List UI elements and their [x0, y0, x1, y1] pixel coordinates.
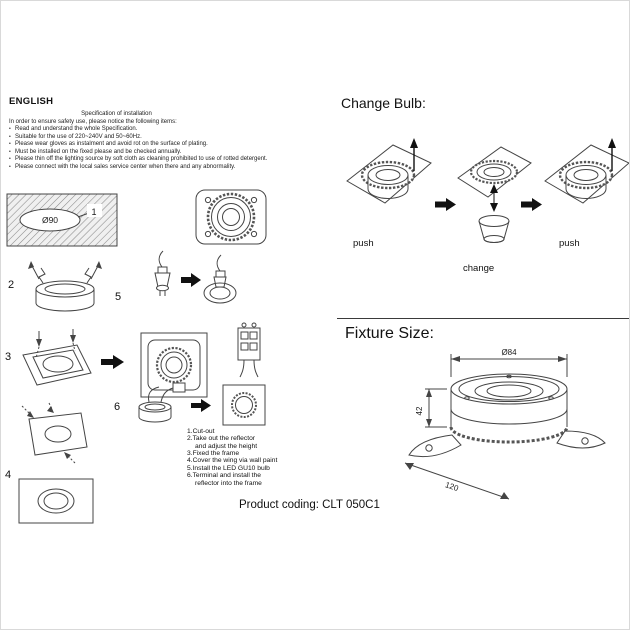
step4-paint-diagram	[21, 402, 88, 464]
spec-item: Please thin off the lighting source by s…	[9, 156, 309, 164]
change-bulb-heading: Change Bulb:	[341, 95, 426, 111]
step4-front-diagram	[18, 478, 94, 524]
section-divider	[337, 318, 629, 319]
step6-diagram	[138, 382, 266, 426]
cutout-diameter-label: Ø90	[42, 215, 58, 225]
push-label-1: push	[353, 238, 374, 249]
length-dim-label: 120	[444, 480, 460, 493]
step-line: 6.Terminal and install the	[187, 472, 261, 480]
spec-item: Suitable for the use of 220~240V and 50~…	[9, 134, 309, 142]
spec-intro: In order to ensure safety use, please no…	[9, 119, 177, 125]
step4-label: 4	[5, 469, 12, 481]
change-bulb-step1-diagram	[346, 138, 432, 204]
step5-label: 5	[115, 291, 122, 303]
spec-item: Must be installed on the fixed please an…	[9, 149, 309, 157]
step3-label: 3	[5, 351, 12, 363]
spec-list: Read and understand the whole Specificat…	[9, 126, 309, 171]
spec-item: Please wear gloves as instalment and avo…	[9, 141, 309, 149]
step-line: 2.Take out the reflector	[187, 435, 256, 443]
fixture-size-diagram: Ø84 42 120	[404, 348, 606, 500]
step2-label: 2	[8, 279, 15, 291]
spec-item: Please connect with the local sales serv…	[9, 164, 309, 172]
step-line: reflector into the frame	[195, 479, 262, 487]
arrow-right-icon	[101, 355, 124, 369]
arrow-right-icon	[191, 399, 211, 412]
cutout-number-label: 1	[91, 207, 96, 217]
fixture-top-view-diagram	[195, 189, 267, 245]
step5-diagram	[154, 250, 237, 304]
spec-item: Read and understand the whole Specificat…	[9, 126, 309, 134]
step3-frame-diagram	[22, 329, 92, 386]
arrow-right-icon	[521, 198, 542, 211]
arrow-right-icon	[435, 198, 456, 211]
arrow-right-icon	[181, 273, 201, 287]
fixture-size-heading: Fixture Size:	[345, 325, 434, 342]
diameter-dim-label: Ø84	[501, 348, 517, 357]
step-line: 3.Fixed the frame	[187, 450, 240, 458]
spec-title: Specification of installation	[81, 111, 152, 117]
language-heading: ENGLISH	[9, 96, 54, 107]
change-bulb-step2-diagram	[457, 146, 532, 243]
step2-diagram	[28, 261, 102, 312]
spec-block: Specification of installation In order t…	[9, 111, 309, 171]
steps-list: 1.Cut-out 2.Take out the reflector and a…	[187, 428, 317, 487]
change-label: change	[463, 263, 495, 274]
step6-label: 6	[114, 401, 121, 413]
step-line: 5.Install the LED GU10 bulb	[187, 464, 270, 472]
terminal-block-diagram	[237, 322, 261, 378]
step-line: and adjust the height	[195, 442, 258, 450]
push-label-2: push	[559, 238, 580, 249]
height-dim-label: 42	[415, 406, 424, 415]
step-line: 1.Cut-out	[187, 428, 215, 435]
change-bulb-step3-diagram	[544, 138, 629, 204]
product-coding: Product coding: CLT 050C1	[239, 499, 380, 511]
step-line: 4.Cover the wing via wall paint	[187, 457, 278, 465]
cutout-diagram: Ø90 1	[6, 193, 118, 247]
